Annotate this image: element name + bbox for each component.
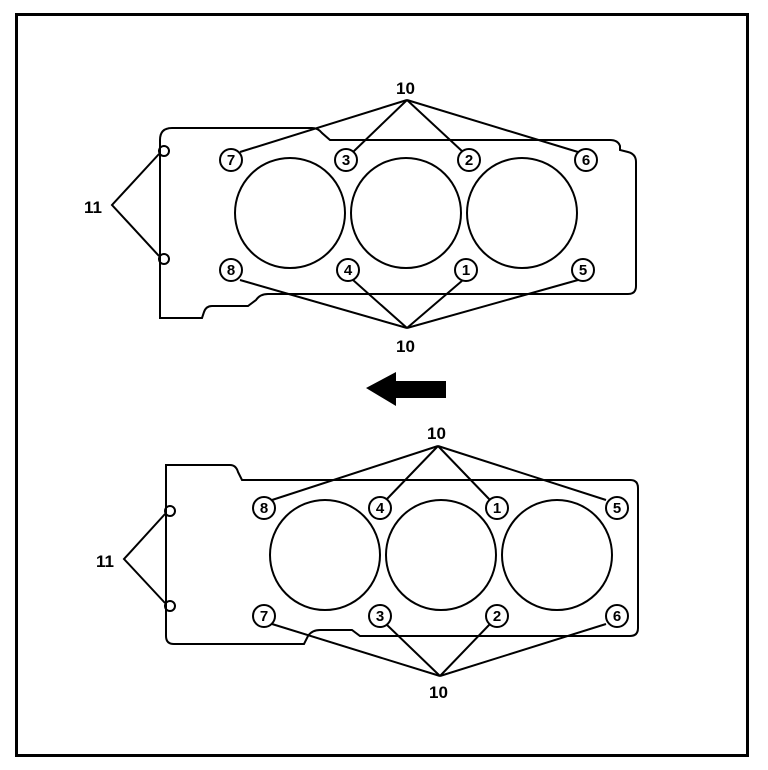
svg-text:6: 6 <box>613 608 621 625</box>
bottom-bolt-1: 1 <box>485 496 509 520</box>
bottom-dowel-pin-lower <box>164 600 176 612</box>
top-leaders-lower <box>239 279 579 329</box>
svg-text:1: 1 <box>462 262 470 279</box>
bottom-leaders-lower <box>271 623 607 677</box>
bottom-dowel-label: 11 <box>96 552 114 571</box>
bottom-dowel-pin-upper <box>164 505 176 517</box>
top-cylinder-bore-3 <box>466 157 578 269</box>
svg-text:7: 7 <box>227 152 235 169</box>
bottom-bolt-5: 5 <box>605 496 629 520</box>
arrow-left-icon <box>366 372 446 406</box>
top-dowel-pin-upper <box>158 145 170 157</box>
bottom-bolt-6: 6 <box>605 604 629 628</box>
svg-text:8: 8 <box>260 500 268 517</box>
bottom-cylinder-bore-3 <box>501 499 613 611</box>
top-dowel-pin-lower <box>158 253 170 265</box>
svg-text:4: 4 <box>376 500 385 517</box>
bottom-bolt-8: 8 <box>252 496 276 520</box>
svg-text:3: 3 <box>342 152 350 169</box>
bottom-bolt-3: 3 <box>368 604 392 628</box>
svg-text:5: 5 <box>579 262 587 279</box>
top-dowel-label: 11 <box>84 198 102 217</box>
top-cylinder-bore-1 <box>234 157 346 269</box>
svg-text:1: 1 <box>493 500 501 517</box>
top-leaders-upper <box>239 99 579 153</box>
bottom-bolt-4: 4 <box>368 496 392 520</box>
bottom-leaders-upper <box>271 445 607 501</box>
bottom-cylinder-bore-1 <box>269 499 381 611</box>
svg-text:6: 6 <box>582 152 590 169</box>
svg-text:4: 4 <box>344 262 353 279</box>
top-bolt-8: 8 <box>219 258 243 282</box>
top-head-outline <box>159 127 637 319</box>
top-bolt-6: 6 <box>574 148 598 172</box>
bottom-bolt-7: 7 <box>252 604 276 628</box>
bottom-dowel-leader <box>122 513 166 604</box>
svg-text:3: 3 <box>376 608 384 625</box>
top-bolt-group-label-upper: 10 <box>396 79 415 98</box>
bottom-cylinder-bore-2 <box>385 499 497 611</box>
bottom-bolt-group-label-lower: 10 <box>429 683 448 702</box>
svg-text:5: 5 <box>613 500 621 517</box>
top-bolt-2: 2 <box>457 148 481 172</box>
bottom-bolt-2: 2 <box>485 604 509 628</box>
svg-text:8: 8 <box>227 262 235 279</box>
top-bolt-4: 4 <box>336 258 360 282</box>
bottom-head-outline <box>165 464 639 645</box>
top-bolt-3: 3 <box>334 148 358 172</box>
top-bolt-7: 7 <box>219 148 243 172</box>
bottom-cylinder-head: 11 10 10 8 4 1 <box>96 424 639 702</box>
top-dowel-leader <box>110 153 160 257</box>
top-bolt-group-label-lower: 10 <box>396 337 415 356</box>
top-bolt-5: 5 <box>571 258 595 282</box>
svg-text:2: 2 <box>465 152 473 169</box>
top-bolt-1: 1 <box>454 258 478 282</box>
top-cylinder-head: 11 10 10 7 3 2 <box>84 79 637 356</box>
svg-text:7: 7 <box>260 608 268 625</box>
top-cylinder-bore-2 <box>350 157 462 269</box>
bottom-bolt-group-label-upper: 10 <box>427 424 446 443</box>
svg-text:2: 2 <box>493 608 501 625</box>
